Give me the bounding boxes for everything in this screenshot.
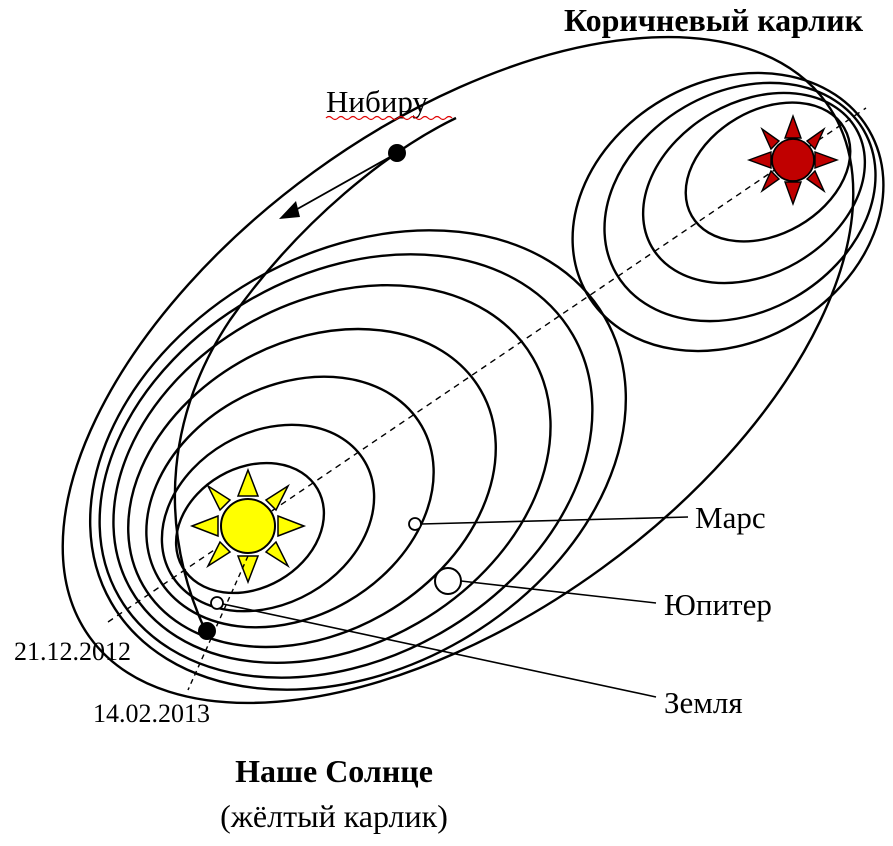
nibiru-trajectory xyxy=(173,116,457,631)
solar-orbits xyxy=(88,229,628,691)
nibiru-dot xyxy=(388,144,406,162)
sun-title: Наше Солнце xyxy=(235,753,433,789)
sun-icon xyxy=(189,467,307,585)
nibiru-arrow-line xyxy=(291,152,398,213)
jupiter-label: Юпитер xyxy=(664,587,772,622)
nibiru-arrow-head xyxy=(279,201,300,219)
brown-dwarf-title: Коричневый карлик xyxy=(564,2,864,38)
sun-subtitle: (жёлтый карлик) xyxy=(220,798,448,834)
nibiru-spellcheck-underline xyxy=(325,115,453,121)
mars-planet xyxy=(408,517,422,531)
jupiter-leader xyxy=(460,580,657,604)
earth-leader xyxy=(222,603,657,698)
earth-label: Земля xyxy=(664,685,743,720)
axis-line xyxy=(107,107,867,623)
date1-label: 21.12.2012 xyxy=(14,637,131,666)
star-icon xyxy=(746,113,840,207)
jupiter-planet xyxy=(434,567,462,595)
date2-label: 14.02.2013 xyxy=(93,699,210,728)
nibiru-label: Нибиру xyxy=(326,84,428,119)
brown-dwarf-orbits xyxy=(571,71,885,353)
date2-leader xyxy=(187,555,249,691)
date-point-dot xyxy=(198,622,216,640)
mars-leader xyxy=(420,516,689,525)
earth-planet xyxy=(210,596,224,610)
mars-label: Марс xyxy=(695,500,766,535)
